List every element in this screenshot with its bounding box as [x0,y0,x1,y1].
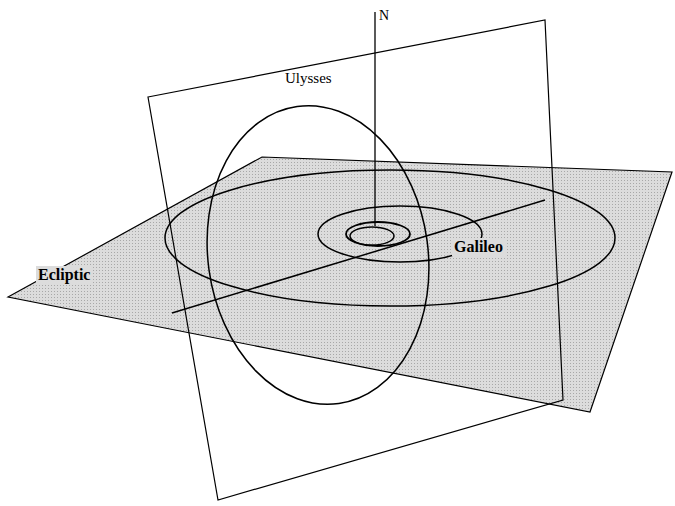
plane-label: Ecliptic [36,266,92,284]
orbit-label: Galileo [452,238,505,256]
galileo-orbit [165,170,615,306]
node-line [172,200,545,313]
ecliptic-plane [8,157,672,412]
earth-orbit [346,222,410,246]
orbit-label: Ulysses [283,70,334,87]
venus-orbit [350,227,394,245]
axis-label: N [377,8,391,23]
ulysses-orbit [188,91,448,419]
orbit-plane [148,20,563,500]
north-axis [374,12,375,226]
